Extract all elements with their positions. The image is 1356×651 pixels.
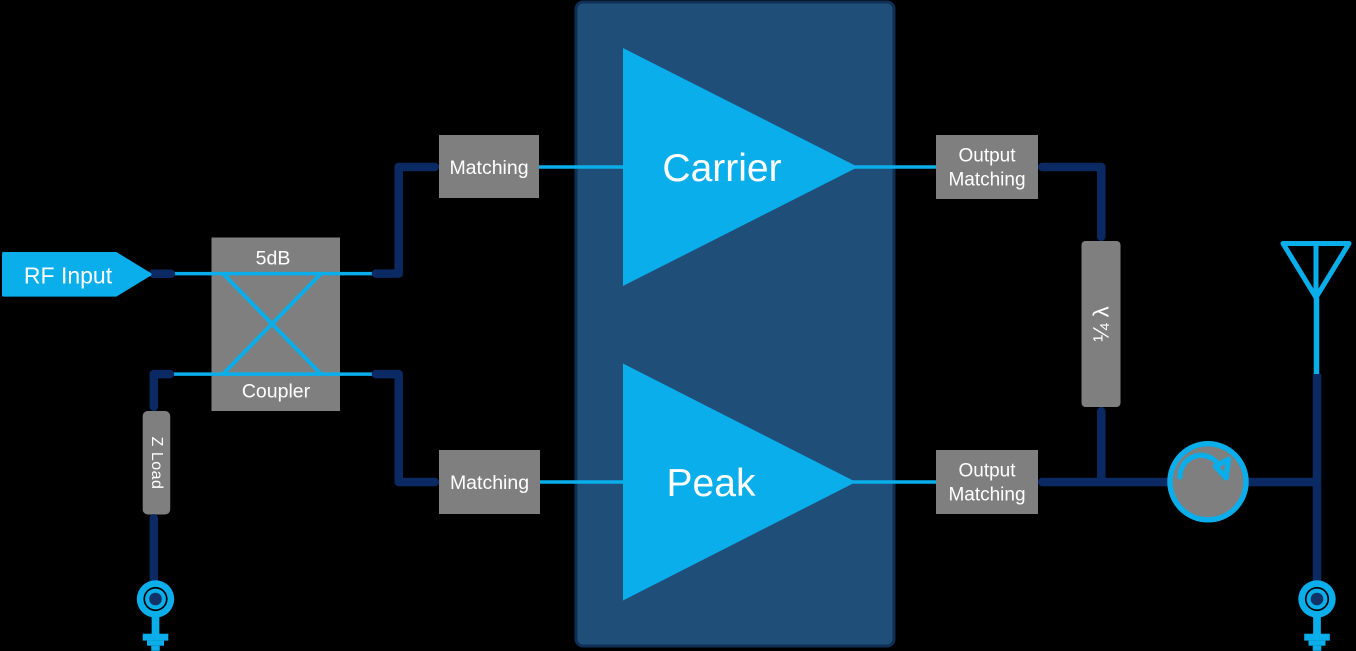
ground-center-dot [149,592,162,606]
connector-coupler-to-zload [149,369,175,412]
antenna-triangle [1280,241,1352,300]
connector-output-to-quarterwave [1037,162,1106,242]
coupler-cross-line-2 [221,272,323,376]
output-matching-block-bottom [936,450,1038,514]
ground-stem [151,616,160,635]
rf-input-label: RF Input [24,263,113,289]
rf-input-arrow [2,252,152,297]
coupler-block [211,237,340,411]
output-matching-top-label-line2: Matching [948,170,1025,191]
circulator-arrow-arc [1177,452,1221,480]
circulator-arrowhead [1212,456,1232,481]
coupler-label: Coupler [242,381,311,403]
peak-label: Peak [667,462,756,505]
output-matching-block-top [936,135,1038,199]
peak-amplifier-triangle [623,363,856,601]
output-matching-bottom-label-line2: Matching [948,485,1025,506]
ground-center-dot [1310,592,1324,606]
z-load-block [142,411,171,515]
ground-bar-1 [142,633,169,641]
quarter-wave-label: ¼ λ [1089,306,1114,341]
circulator [1167,441,1249,523]
quarter-wave-block [1081,241,1121,407]
z-load-label: Z Load [148,437,165,490]
matching-top-label: Matching [449,157,528,179]
ground-zload [136,580,175,651]
connector-coupler-to-matching-top [371,162,440,278]
matching-block-bottom [439,450,540,514]
ground-bar-2 [147,640,164,646]
ground-bar-3 [151,645,160,651]
ground-bar-2 [1308,640,1326,646]
matching-bottom-label: Matching [450,472,529,494]
carrier-label: Carrier [662,147,781,190]
antenna [1280,241,1352,374]
ground-bar-1 [1304,633,1330,641]
output-matching-bottom-label-line1: Output [958,461,1016,482]
ground-bar-3 [1312,645,1322,651]
matching-block-top [439,135,539,198]
connector-coupler-to-matching-bottom [371,369,440,487]
coupler-value-label: 5dB [256,248,291,270]
output-matching-top-label-line1: Output [958,146,1016,167]
ground-antenna [1298,580,1336,651]
ground-stem [1313,616,1321,635]
carrier-amplifier-triangle [623,48,858,286]
